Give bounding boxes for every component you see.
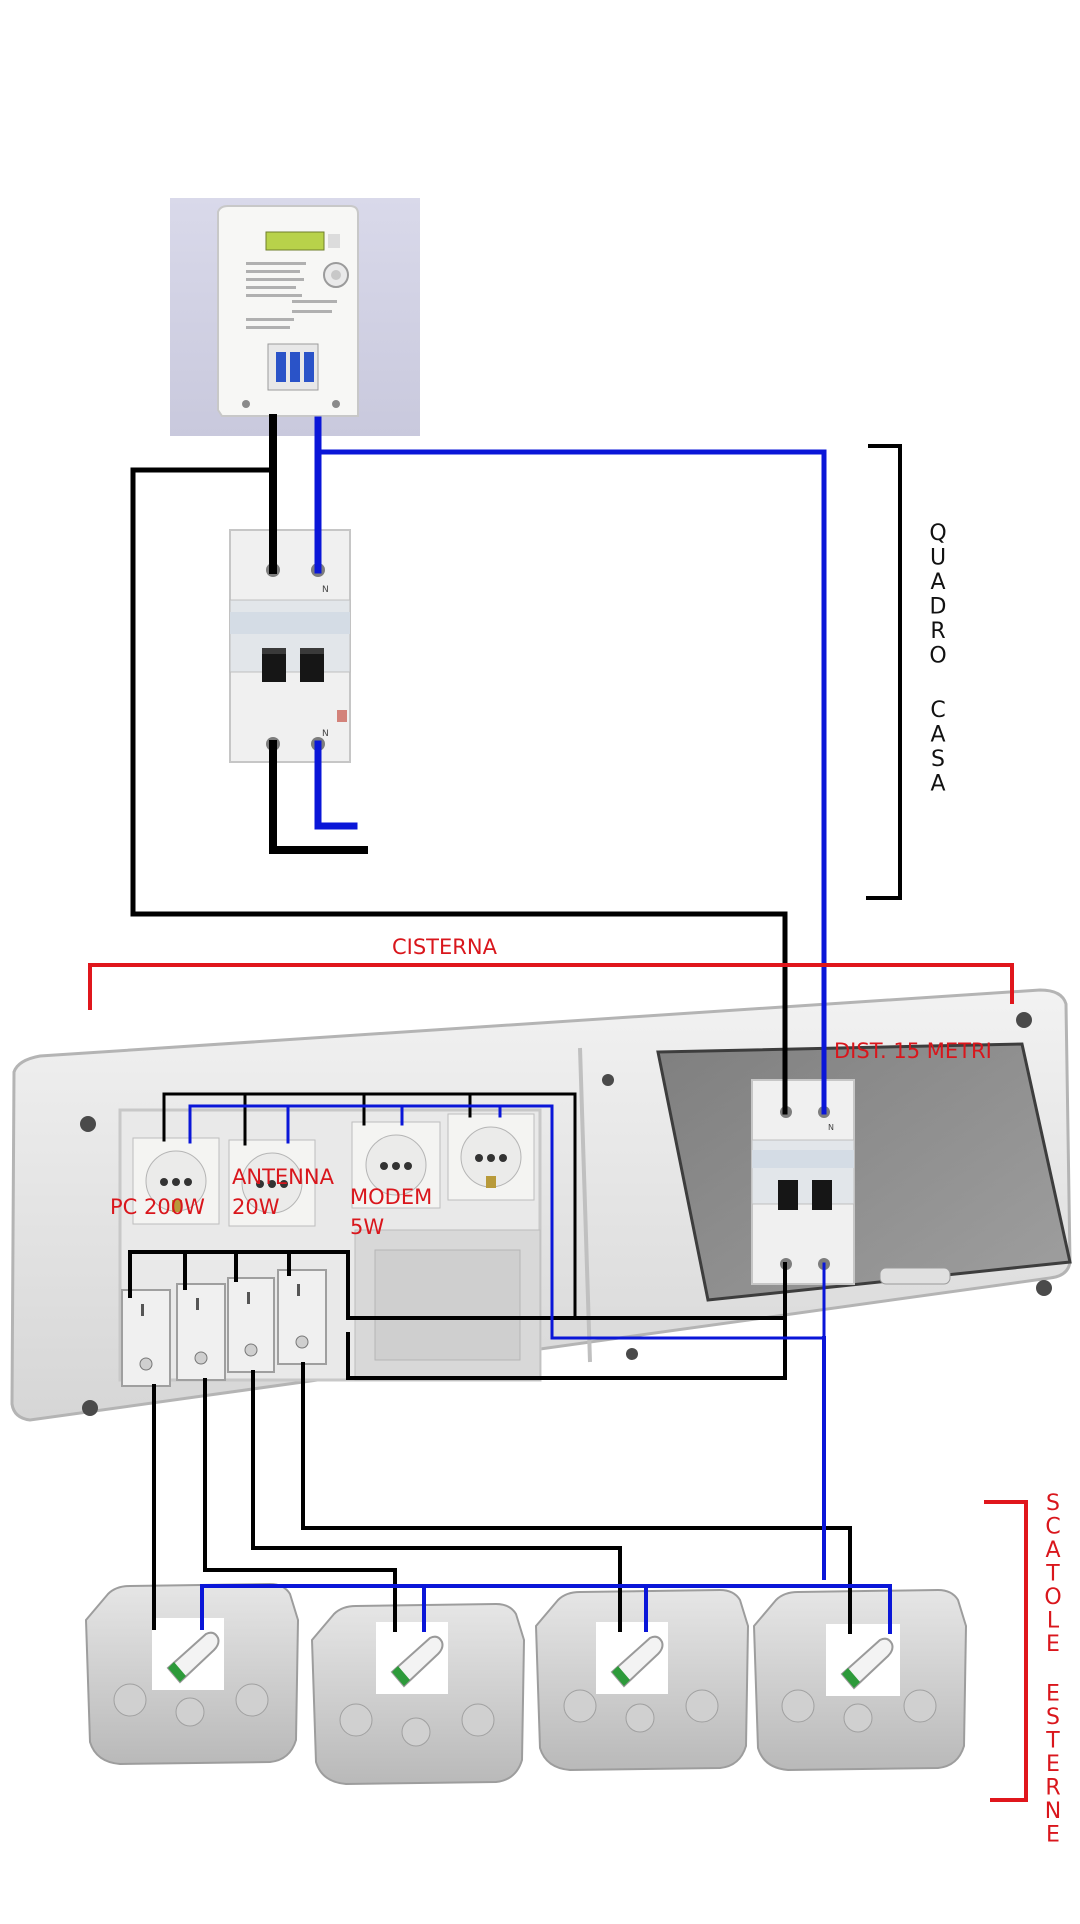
neutral-wires bbox=[188, 416, 892, 1634]
cistern-breaker: N bbox=[751, 1079, 855, 1285]
switch-1 bbox=[121, 1289, 171, 1387]
socket-4 bbox=[447, 1113, 535, 1201]
meter-lcd bbox=[265, 231, 325, 251]
antenna-watt-label: 20W bbox=[232, 1195, 280, 1219]
modem-watt-label: 5W bbox=[350, 1215, 384, 1239]
socket-1 bbox=[132, 1137, 220, 1225]
scatole-esterne-bracket bbox=[984, 1500, 1028, 1802]
quadro-casa-bracket bbox=[866, 444, 902, 900]
antenna-label: ANTENNA bbox=[232, 1165, 335, 1189]
connector-3 bbox=[596, 1622, 668, 1694]
connector-2 bbox=[376, 1622, 448, 1694]
cisterna-bracket bbox=[88, 963, 1014, 1010]
phase-wires bbox=[128, 414, 852, 1634]
socket-3 bbox=[351, 1121, 441, 1209]
house-breaker: N N bbox=[229, 529, 351, 763]
switch-4 bbox=[277, 1269, 327, 1365]
switch-3 bbox=[227, 1277, 275, 1373]
cisterna-label: CISTERNA bbox=[392, 935, 498, 959]
cistern-breaker-n-mark: N bbox=[828, 1123, 834, 1132]
switch-2 bbox=[176, 1283, 226, 1381]
pc-label: PC 200W bbox=[110, 1195, 205, 1219]
modem-label: MODEM bbox=[350, 1185, 432, 1209]
dist-label: DIST. 15 METRI bbox=[834, 1039, 992, 1063]
breaker-n-mark: N bbox=[322, 585, 329, 595]
electricity-meter bbox=[170, 198, 420, 436]
socket-2 bbox=[228, 1139, 316, 1227]
connector-1 bbox=[152, 1618, 224, 1690]
connector-4 bbox=[826, 1624, 900, 1696]
breaker-n-mark-bottom: N bbox=[322, 729, 329, 739]
